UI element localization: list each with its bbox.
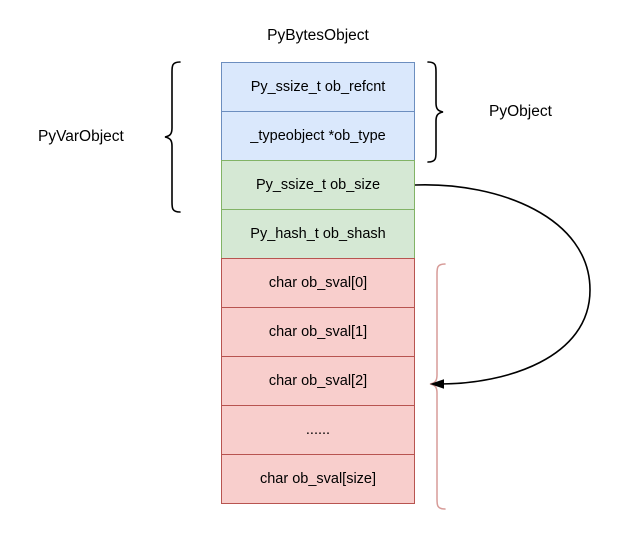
field-label: Py_hash_t ob_shash: [250, 225, 386, 242]
struct-field-ob-sval-0[interactable]: char ob_sval[0]: [221, 258, 415, 308]
field-label: char ob_sval[2]: [268, 372, 368, 389]
field-label: Py_ssize_t ob_refcnt: [250, 78, 386, 95]
field-label: char ob_sval[1]: [268, 323, 368, 340]
arrow-head-icon: [430, 379, 444, 389]
field-label: Py_ssize_t ob_size: [255, 176, 381, 193]
field-label: char ob_sval[size]: [259, 470, 377, 487]
pyobject-label: PyObject: [489, 103, 552, 120]
struct-field-ob-size[interactable]: Py_ssize_t ob_size: [221, 160, 415, 210]
field-label: _typeobject *ob_type: [250, 127, 386, 144]
field-label: ......: [305, 421, 331, 438]
pyobject-brace: [427, 61, 444, 163]
pybytesobject-struct: Py_ssize_t ob_refcnt _typeobject *ob_typ…: [220, 61, 416, 505]
struct-field-ob-refcnt[interactable]: Py_ssize_t ob_refcnt: [221, 62, 415, 112]
page-title: PyBytesObject: [267, 27, 369, 44]
struct-field-ob-sval-1[interactable]: char ob_sval[1]: [221, 307, 415, 357]
struct-field-ellipsis[interactable]: ......: [221, 405, 415, 455]
struct-field-ob-sval-size[interactable]: char ob_sval[size]: [221, 454, 415, 504]
ob-size-to-payload-arrow: [414, 184, 591, 385]
field-label: char ob_sval[0]: [268, 274, 368, 291]
pyvarobject-label: PyVarObject: [38, 128, 124, 145]
struct-field-ob-sval-2[interactable]: char ob_sval[2]: [221, 356, 415, 406]
ob-sval-payload-brace: [429, 263, 446, 510]
struct-field-ob-type[interactable]: _typeobject *ob_type: [221, 111, 415, 161]
pyvarobject-brace: [164, 61, 181, 213]
struct-field-ob-shash[interactable]: Py_hash_t ob_shash: [221, 209, 415, 259]
